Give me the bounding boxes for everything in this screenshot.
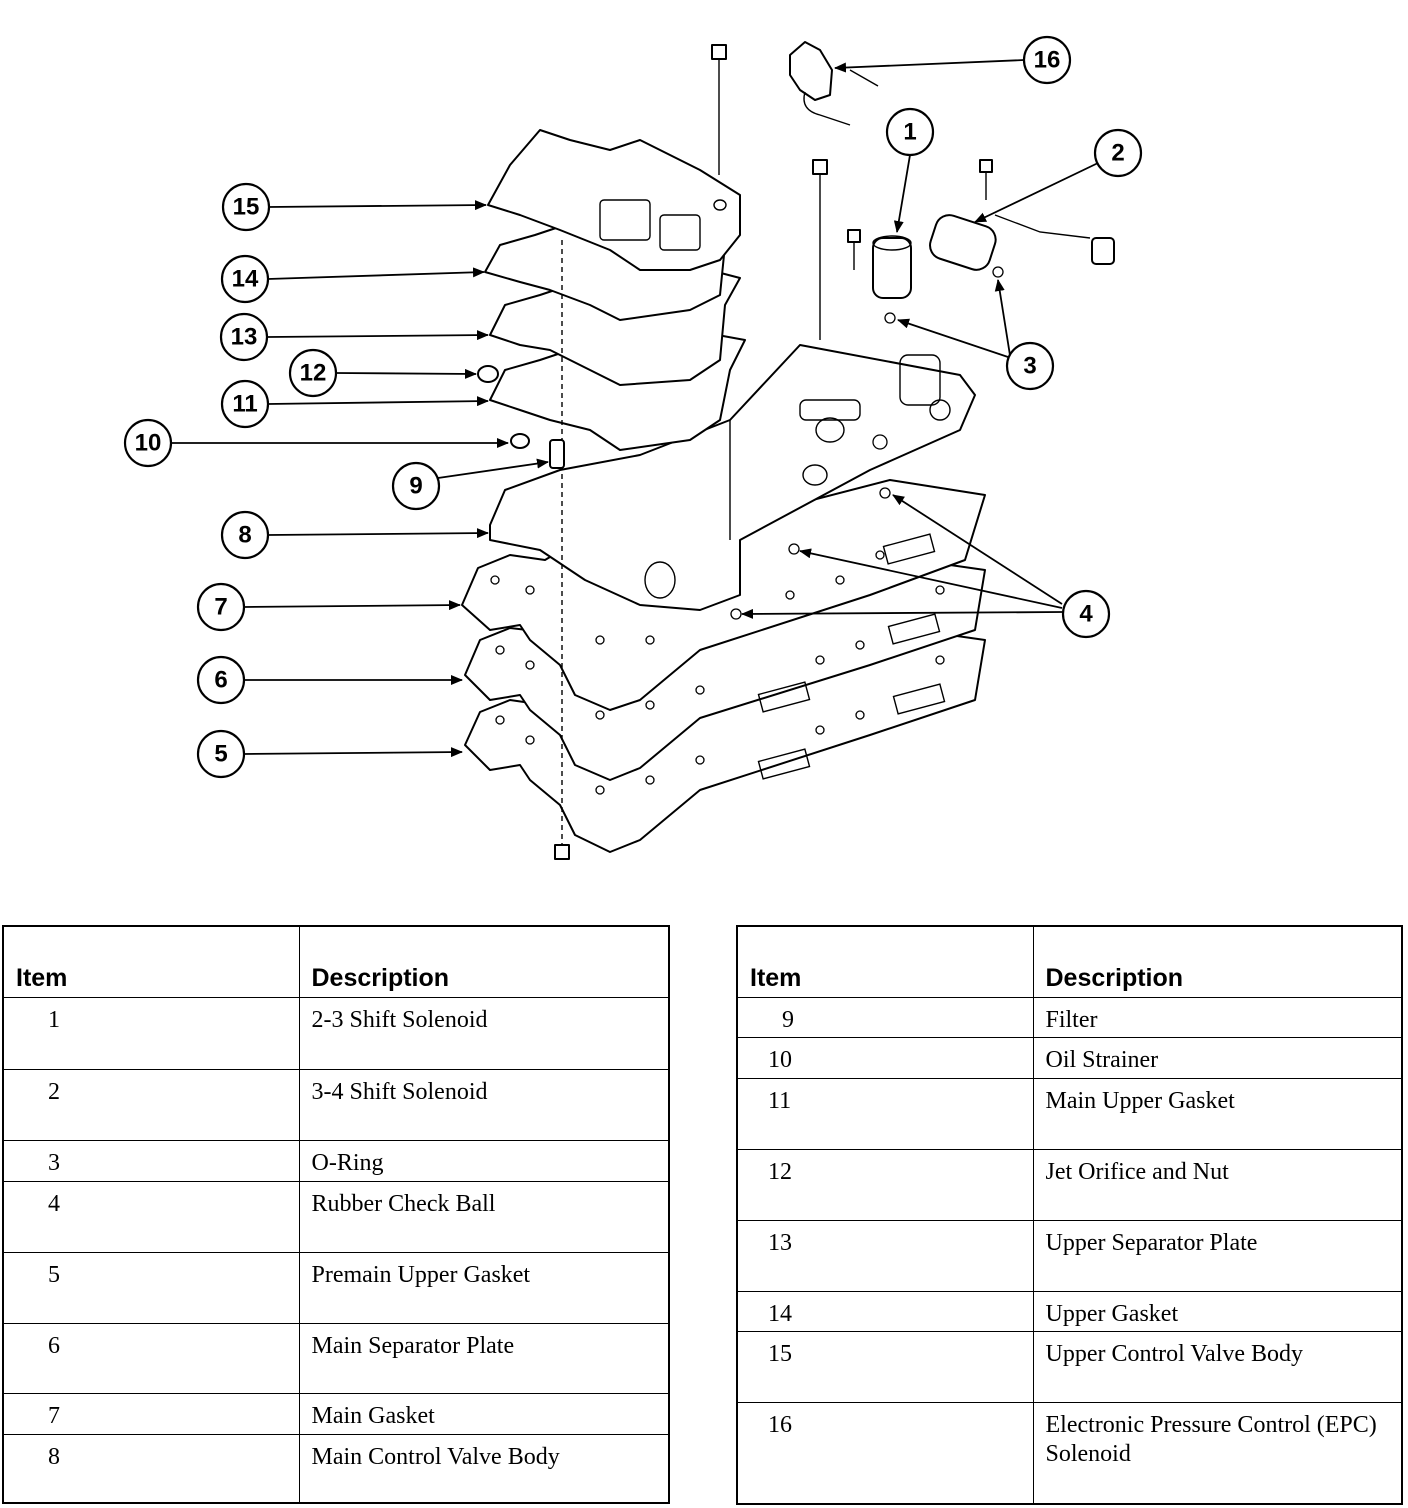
item-number: 6	[2, 1323, 300, 1394]
svg-text:15: 15	[233, 194, 260, 221]
item-description: Electronic Pressure Control (EPC) Soleno…	[1032, 1402, 1403, 1504]
shift-solenoid-2-3-drawing	[872, 235, 912, 299]
callout-11: 11	[220, 379, 270, 429]
item-number: 5	[2, 1252, 300, 1324]
item-description: 2-3 Shift Solenoid	[298, 997, 670, 1070]
svg-text:4: 4	[1079, 601, 1093, 628]
table-header-row: Item Description	[2, 925, 670, 998]
svg-text:16: 16	[1034, 47, 1061, 74]
table-header-row: Item Description	[736, 925, 1403, 998]
item-number: 10	[736, 1037, 1034, 1079]
item-number: 15	[736, 1331, 1034, 1403]
item-number: 8	[2, 1434, 300, 1503]
callout-16: 16	[1022, 35, 1072, 85]
item-description: Rubber Check Ball	[298, 1181, 670, 1253]
item-description: Premain Upper Gasket	[298, 1252, 670, 1324]
leader-lines	[172, 59, 1099, 758]
header-description: Description	[298, 925, 670, 998]
svg-text:3: 3	[1023, 353, 1036, 380]
item-number: 3	[2, 1140, 300, 1182]
small-parts-drawing	[477, 266, 1004, 620]
svg-text:9: 9	[409, 473, 422, 500]
callout-3: 3	[1005, 341, 1055, 391]
svg-text:12: 12	[300, 360, 327, 387]
item-number: 16	[736, 1402, 1034, 1504]
item-number: 11	[736, 1078, 1034, 1150]
callout-14: 14	[220, 254, 270, 304]
callout-2: 2	[1093, 128, 1143, 178]
svg-text:14: 14	[232, 266, 259, 293]
item-number: 2	[2, 1069, 300, 1141]
svg-text:8: 8	[238, 522, 251, 549]
svg-text:2: 2	[1111, 140, 1124, 167]
item-number: 1	[2, 997, 300, 1070]
item-number: 14	[736, 1291, 1034, 1332]
long-bolts	[554, 44, 828, 860]
item-number: 12	[736, 1149, 1034, 1221]
item-description: Upper Separator Plate	[1032, 1220, 1403, 1292]
header-description: Description	[1032, 925, 1403, 998]
item-number: 13	[736, 1220, 1034, 1292]
item-description: Main Upper Gasket	[1032, 1078, 1403, 1150]
svg-text:13: 13	[231, 324, 258, 351]
exploded-view-diagram: 16 1 2 3 4 5 6 7 8 9 10 11 12 13 14 15	[123, 35, 1143, 860]
item-description: Upper Control Valve Body	[1032, 1331, 1403, 1403]
item-description: Main Separator Plate	[298, 1323, 670, 1394]
callout-5: 5	[196, 729, 246, 779]
callout-7: 7	[196, 582, 246, 632]
item-description: Oil Strainer	[1032, 1037, 1403, 1079]
item-description: Upper Gasket	[1032, 1291, 1403, 1332]
svg-text:1: 1	[903, 119, 916, 146]
item-number: 9	[736, 997, 1034, 1038]
upper-control-valve-body-drawing	[487, 129, 741, 271]
callout-12: 12	[288, 348, 338, 398]
callout-1: 1	[885, 107, 935, 157]
callout-10: 10	[123, 418, 173, 468]
item-description: Main Control Valve Body	[298, 1434, 670, 1503]
svg-text:11: 11	[232, 391, 257, 418]
main-control-valve-body-drawing	[489, 344, 976, 611]
item-number: 7	[2, 1393, 300, 1435]
shift-solenoid-3-4-drawing	[847, 159, 1115, 271]
callout-8: 8	[220, 510, 270, 560]
item-description: Filter	[1032, 997, 1403, 1038]
item-description: O-Ring	[298, 1140, 670, 1182]
svg-text:5: 5	[214, 741, 227, 768]
header-item: Item	[2, 925, 300, 998]
svg-text:6: 6	[214, 667, 227, 694]
svg-text:7: 7	[214, 594, 227, 621]
svg-text:10: 10	[135, 430, 162, 457]
header-item: Item	[736, 925, 1034, 998]
item-description: Jet Orifice and Nut	[1032, 1149, 1403, 1221]
callout-6: 6	[196, 655, 246, 705]
item-number: 4	[2, 1181, 300, 1253]
callout-13: 13	[219, 312, 269, 362]
epc-solenoid-drawing	[789, 41, 879, 126]
item-description: 3-4 Shift Solenoid	[298, 1069, 670, 1141]
item-description: Main Gasket	[298, 1393, 670, 1435]
callout-15: 15	[221, 182, 271, 232]
callout-9: 9	[391, 461, 441, 511]
callout-4: 4	[1061, 589, 1111, 639]
plate-holes	[490, 550, 945, 795]
